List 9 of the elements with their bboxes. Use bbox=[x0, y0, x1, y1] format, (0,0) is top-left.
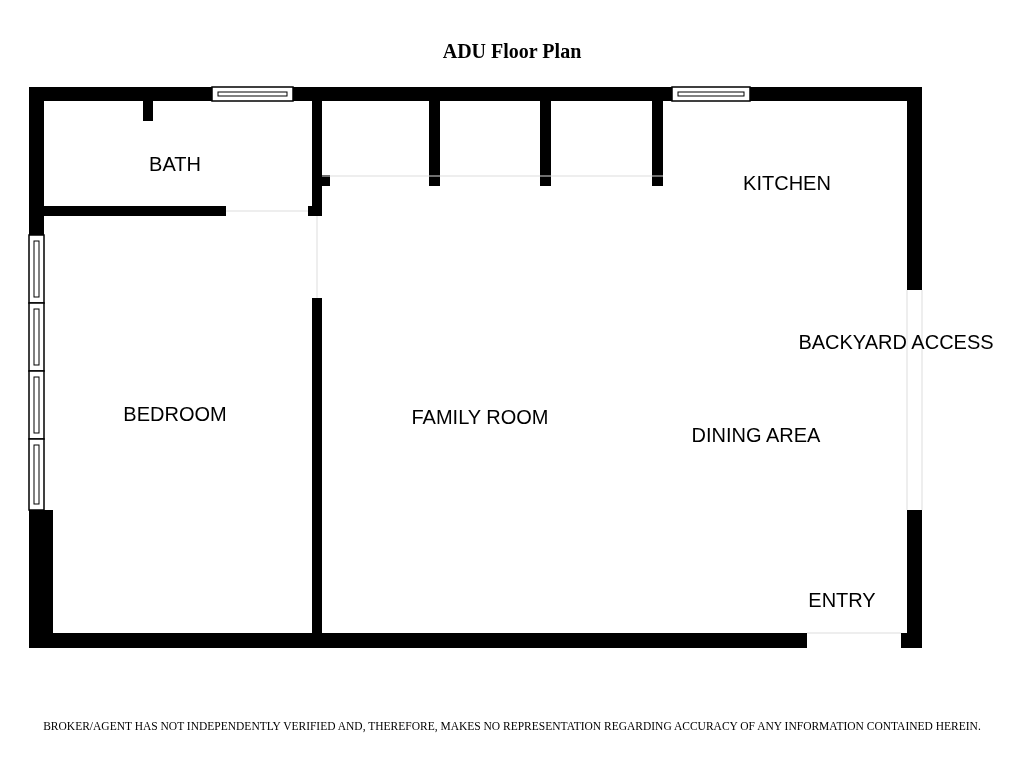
room-label: ENTRY bbox=[808, 590, 876, 610]
room-label: KITCHEN bbox=[743, 173, 831, 193]
room-label: BACKYARD ACCESS bbox=[798, 332, 994, 352]
room-label: FAMILY ROOM bbox=[411, 407, 549, 427]
plan-title: ADU Floor Plan bbox=[441, 39, 583, 64]
disclaimer-caption: BROKER/AGENT HAS NOT INDEPENDENTLY VERIFIED AND, THEREFORE, MAKES NO REPRESENTATION REGARDING ACCURACY OF ANY INFORMATION CONTAINED HEREIN. bbox=[42, 719, 982, 734]
room-label: BEDROOM bbox=[123, 404, 227, 424]
room-label: BATH bbox=[149, 154, 201, 174]
room-label: DINING AREA bbox=[691, 425, 821, 445]
